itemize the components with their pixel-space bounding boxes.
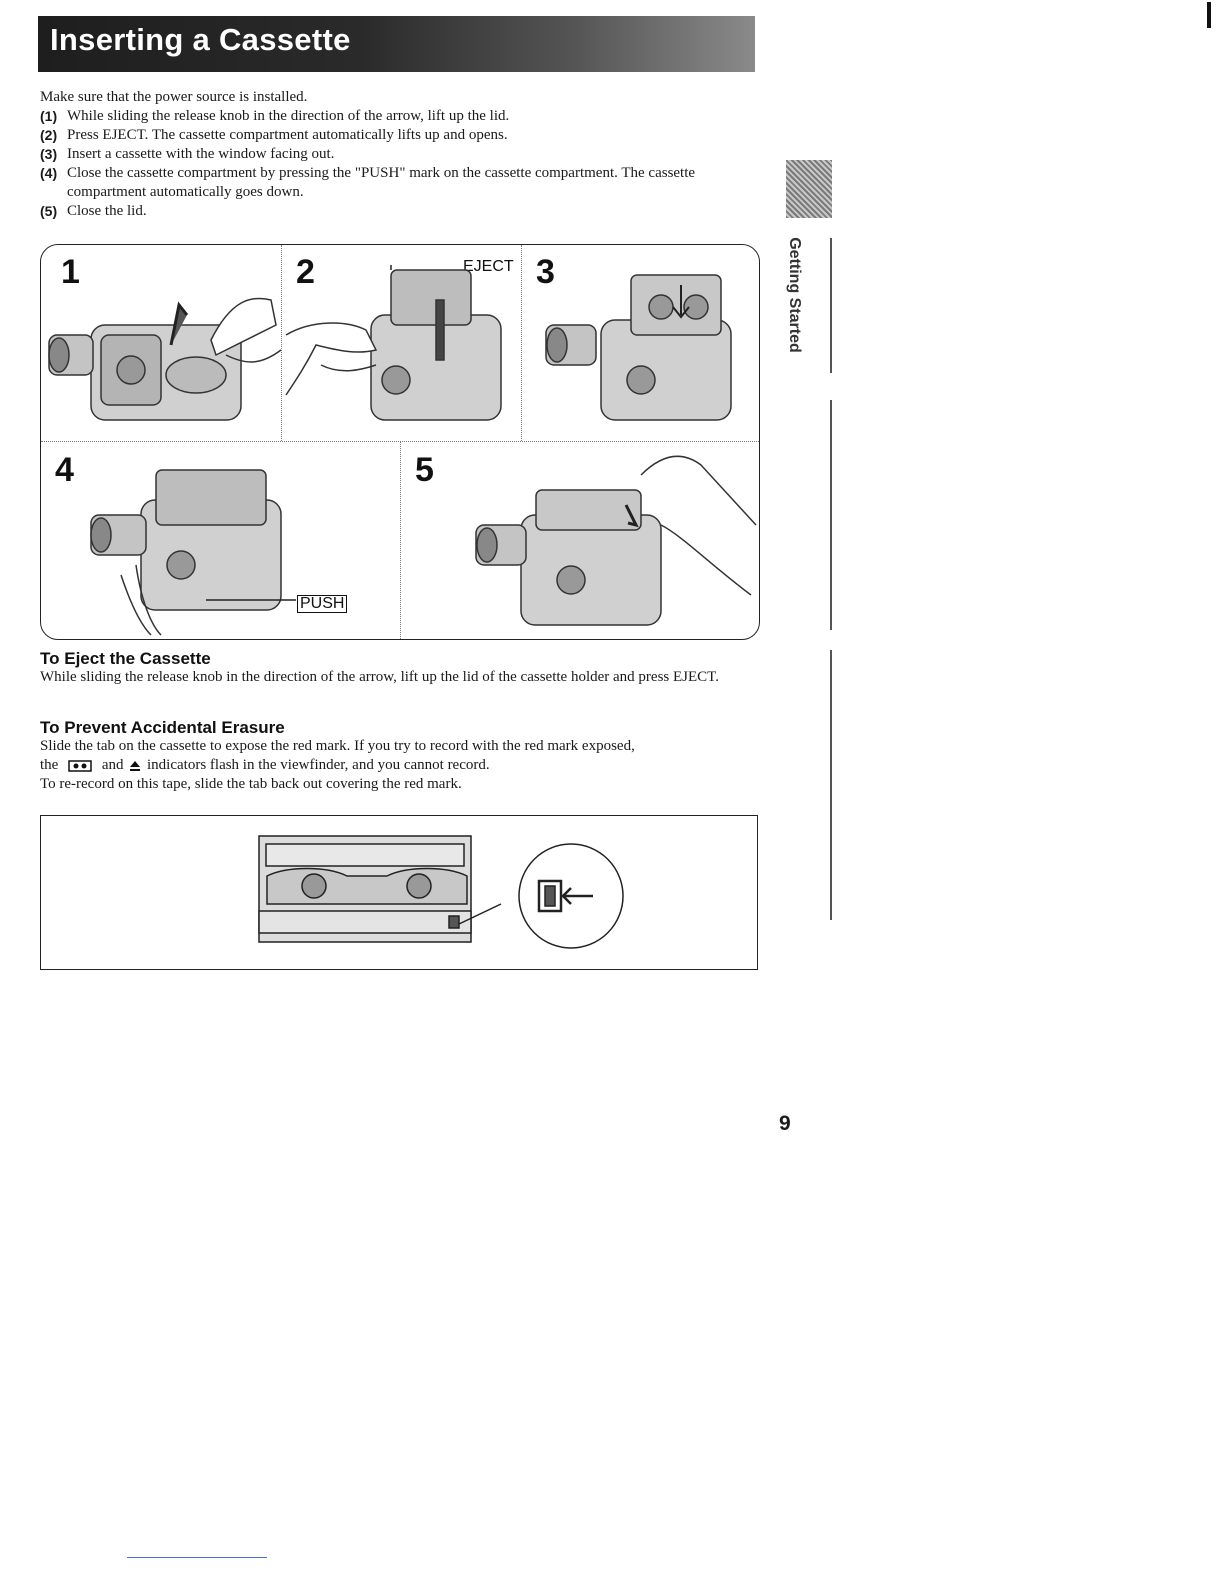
section-tab-label: Getting Started <box>782 228 806 368</box>
erasure-line-1: Slide the tab on the cassette to expose … <box>40 738 635 754</box>
divider-v3 <box>400 441 401 639</box>
panel-number-1: 1 <box>61 253 80 291</box>
camcorder-step2-illustration <box>285 265 502 421</box>
erasure-line-2b: and <box>101 757 124 773</box>
panel-number-3: 3 <box>536 253 555 291</box>
page-edge-line-2 <box>830 400 832 630</box>
tape-illustration-box <box>40 815 758 970</box>
camcorder-step3-illustration <box>545 274 732 421</box>
eject-callout: EJECT <box>463 258 514 275</box>
erasure-line-2a: the <box>40 757 59 773</box>
step-text: Press EJECT. The cassette compartment au… <box>67 127 508 143</box>
panel-number-4: 4 <box>55 451 74 489</box>
step-number: (4) <box>40 165 58 181</box>
step-3: (3) Insert a cassette with the window fa… <box>40 145 760 164</box>
camcorder-step1-illustration <box>48 297 282 421</box>
erasure-heading: To Prevent Accidental Erasure <box>40 718 285 737</box>
intro-section: Make sure that the power source is insta… <box>40 88 760 221</box>
page-number: 9 <box>779 1112 791 1135</box>
step-4: (4) Close the cassette compartment by pr… <box>40 164 740 202</box>
step-text: While sliding the release knob in the di… <box>67 108 510 124</box>
panel-number-5: 5 <box>415 451 434 489</box>
page-edge-line-3 <box>830 650 832 920</box>
erasure-line-3: To re-record on this tape, slide the tab… <box>40 776 462 792</box>
step-text: Insert a cassette with the window facing… <box>67 146 335 162</box>
title-bar: Inserting a Cassette <box>38 16 755 72</box>
section-tab-marker <box>786 160 832 218</box>
step-number: (1) <box>40 108 58 124</box>
cassette-tape-illustration <box>258 835 624 949</box>
corner-mark <box>1207 2 1211 28</box>
step-5: (5) Close the lid. <box>40 202 760 221</box>
page-title: Inserting a Cassette <box>50 22 351 57</box>
step-number: (2) <box>40 127 58 143</box>
panel-number-2: 2 <box>296 253 315 291</box>
erasure-line-2: the and indicators flash in the viewfind… <box>40 756 760 775</box>
intro-text: Make sure that the power source is insta… <box>40 89 308 105</box>
camcorder-step4-illustration <box>90 469 296 636</box>
page-edge-line-1 <box>830 238 832 373</box>
cassette-warning-icon <box>68 759 92 772</box>
section-tab-text: Getting Started <box>786 237 803 353</box>
step-2: (2) Press EJECT. The cassette compartmen… <box>40 126 760 145</box>
step-number: (3) <box>40 146 58 162</box>
erasure-line-2c: indicators flash in the viewfinder, and … <box>147 757 490 773</box>
step-text: Close the cassette compartment by pressi… <box>67 165 696 200</box>
eject-heading: To Eject the Cassette <box>40 649 211 668</box>
camcorder-illustrations <box>48 265 757 636</box>
illustration-box: 1 2 3 4 5 EJECT PUSH <box>40 244 760 640</box>
step-number: (5) <box>40 203 58 219</box>
footer-line <box>127 1557 267 1558</box>
erasure-body: Slide the tab on the cassette to expose … <box>40 737 760 794</box>
step-text: Close the lid. <box>67 203 147 219</box>
divider-v2 <box>521 245 522 441</box>
step-1: (1) While sliding the release knob in th… <box>40 107 760 126</box>
camcorder-step5-illustration <box>475 455 757 626</box>
eject-triangle-icon <box>130 760 141 771</box>
push-callout: PUSH <box>297 595 348 613</box>
eject-body: While sliding the release knob in the di… <box>40 669 719 685</box>
divider-v1 <box>281 245 282 441</box>
